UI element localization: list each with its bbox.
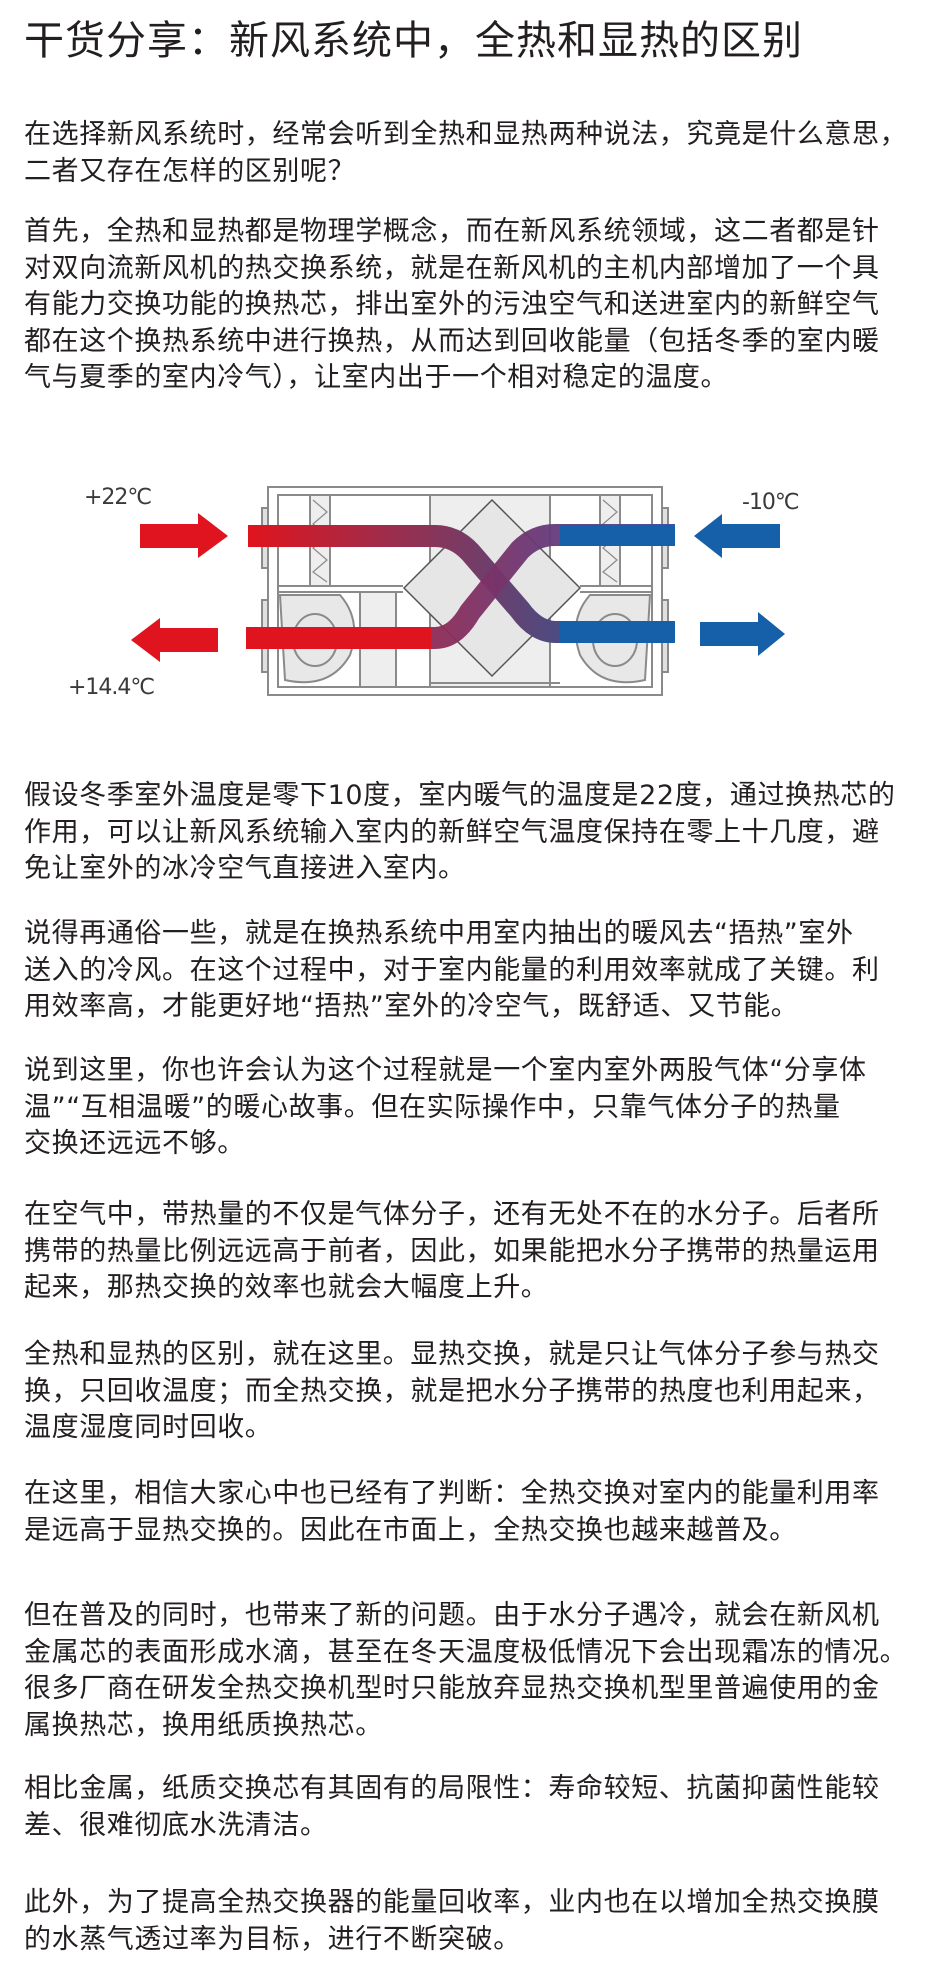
text-line: 二者又存在怎样的区别呢？ [24,155,356,187]
paragraph-water-molecules: 在空气中，带热量的不仅是气体分子，还有无处不在的水分子。后者所 携带的热量比例远… [24,1197,934,1307]
text-line: 差、很难彻底水洗清洁。 [24,1809,328,1841]
label-outdoor-temp: -10℃ [742,490,799,515]
text-line: 对双向流新风机的热交换系统，就是在新风机的主机内部增加了一个具 [24,252,880,284]
text-line: 携带的热量比例远远高于前者，因此，如果能把水分子携带的热量运用 [24,1235,880,1267]
text-line: 全热和显热的区别，就在这里。显热交换，就是只让气体分子参与热交 [24,1339,880,1370]
arrow-left-cool-icon [694,514,780,558]
label-indoor-temp: +22℃ [84,485,151,510]
text-line: 在选择新风系统时，经常会听到全热和显热两种说法，究竟是什么意思， [24,119,908,150]
article-title: 干货分享：新风系统中，全热和显热的区别 [24,18,803,64]
text-line: 有能力交换功能的换热芯，排出室外的污浊空气和送进室内的新鲜空气 [24,289,880,320]
text-line: 说到这里，你也许会认为这个过程就是一个室内室外两股气体“分享体 [24,1055,867,1086]
arrow-right-warm-icon [140,513,228,558]
cool-airflow-path [246,524,675,649]
text-line: 换，只回收温度；而全热交换，就是把水分子携带的热度也利用起来， [24,1375,880,1407]
label-exhaust-temp: +14.4℃ [68,675,154,700]
text-line: 都在这个换热系统中进行换热，从而达到回收能量（包括冬季的室内暖 [24,325,880,357]
text-line: 很多厂商在研发全热交换机型时只能放弃显热交换机型里普遍使用的金 [24,1673,880,1704]
text-line: 温”“互相温暖”的暖心故事。但在实际操作中，只靠气体分子的热量 [24,1091,841,1123]
text-line: 作用，可以让新风系统输入室内的新鲜空气温度保持在零上十几度，避 [24,816,880,848]
paragraph-concept: 首先，全热和显热都是物理学概念，而在新风系统领域，这二者都是针 对双向流新风机的… [24,214,934,397]
text-line: 在空气中，带热量的不仅是气体分子，还有无处不在的水分子。后者所 [24,1199,880,1230]
paragraph-winter-example: 假设冬季室外温度是零下10度，室内暖气的温度是22度，通过换热芯的 作用，可以让… [24,778,934,888]
text-line: 免让室外的冰冷空气直接进入室内。 [24,853,466,884]
text-line: 金属芯的表面形成水滴，甚至在冬天温度极低情况下会出现霜冻的情况。 [24,1636,908,1668]
text-line: 相比金属，纸质交换芯有其固有的局限性：寿命较短、抗菌抑菌性能较 [24,1773,880,1804]
text-line: 此外，为了提高全热交换器的能量回收率，业内也在以增加全热交换膜 [24,1887,880,1918]
text-line: 说得再通俗一些，就是在换热系统中用室内抽出的暖风去“捂热”室外 [24,918,854,949]
paragraph-paper-limitations: 相比金属，纸质交换芯有其固有的局限性：寿命较短、抗菌抑菌性能较 差、很难彻底水洗… [24,1771,934,1844]
paragraph-sharing-warmth: 说到这里，你也许会认为这个过程就是一个室内室外两股气体“分享体 温”“互相温暖”… [24,1053,934,1163]
arrow-right-cool-icon [700,612,785,656]
text-line: 在这里，相信大家心中也已经有了判断：全热交换对室内的能量利用率 [24,1478,880,1509]
text-line: 属换热芯，换用纸质换热芯。 [24,1709,383,1741]
text-line: 的水蒸气透过率为目标，进行不断突破。 [24,1923,521,1955]
heat-exchanger-diagram: +22℃ -10℃ +14.4℃ [0,440,950,740]
text-line: 用效率高，才能更好地“捂热”室外的冷空气，既舒适、又节能。 [24,991,799,1022]
paragraph-conclusion: 此外，为了提高全热交换器的能量回收率，业内也在以增加全热交换膜 的水蒸气透过率为… [24,1885,934,1958]
paragraph-judgement: 在这里，相信大家心中也已经有了判断：全热交换对室内的能量利用率 是远高于显热交换… [24,1476,934,1549]
text-line: 起来，那热交换的效率也就会大幅度上升。 [24,1272,549,1303]
text-line: 温度湿度同时回收。 [24,1412,273,1443]
paragraph-plain-explanation: 说得再通俗一些，就是在换热系统中用室内抽出的暖风去“捂热”室外 送入的冷风。在这… [24,916,934,1026]
text-line: 送入的冷风。在这个过程中，对于室内能量的利用效率就成了关键。利 [24,954,880,986]
text-line: 气与夏季的室内冷气），让室内出于一个相对稳定的温度。 [24,362,729,393]
text-line: 首先，全热和显热都是物理学概念，而在新风系统领域，这二者都是针 [24,216,880,247]
paragraph-difference: 全热和显热的区别，就在这里。显热交换，就是只让气体分子参与热交 换，只回收温度；… [24,1337,934,1447]
text-line: 但在普及的同时，也带来了新的问题。由于水分子遇冷，就会在新风机 [24,1600,880,1631]
paragraph-intro: 在选择新风系统时，经常会听到全热和显热两种说法，究竟是什么意思， 二者又存在怎样… [24,117,934,190]
paragraph-new-problem: 但在普及的同时，也带来了新的问题。由于水分子遇冷，就会在新风机 金属芯的表面形成… [24,1598,934,1744]
arrow-left-warm-icon [131,618,218,662]
text-line: 假设冬季室外温度是零下10度，室内暖气的温度是22度，通过换热芯的 [24,780,896,811]
text-line: 交换还远远不够。 [24,1128,245,1159]
text-line: 是远高于显热交换的。因此在市面上，全热交换也越来越普及。 [24,1514,797,1546]
